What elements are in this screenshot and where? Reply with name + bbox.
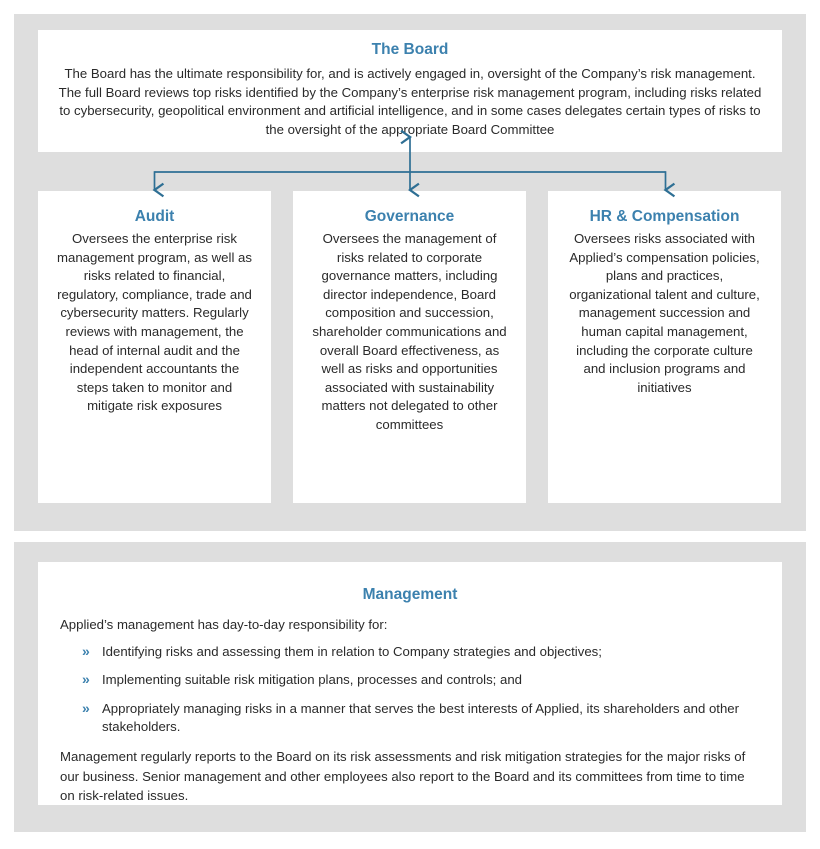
list-item: » Identifying risks and assessing them i… xyxy=(82,643,760,662)
committee-card-audit: Audit Oversees the enterprise risk manag… xyxy=(38,191,271,503)
committee-card-governance: Governance Oversees the management of ri… xyxy=(293,191,526,503)
board-heading: The Board xyxy=(371,41,449,58)
chevron-double-right-icon: » xyxy=(82,671,90,688)
committee-heading-governance: Governance xyxy=(364,208,455,225)
list-item-label: Identifying risks and assessing them in … xyxy=(102,643,602,659)
management-outro-text: Management regularly reports to the Boar… xyxy=(60,748,746,804)
management-intro-text: Applied’s management has day-to-day resp… xyxy=(60,617,388,632)
list-item: » Appropriately managing risks in a mann… xyxy=(82,700,760,737)
list-item-label: Implementing suitable risk mitigation pl… xyxy=(102,672,523,688)
committee-description-hr-compensation: Oversees risks associated with Applied’s… xyxy=(569,231,760,395)
board-card: The Board The Board has the ultimate res… xyxy=(38,30,782,152)
list-item-label: Appropriately managing risks in a manner… xyxy=(102,700,740,735)
management-card: Management Applied’s management has day-… xyxy=(38,562,782,805)
chevron-double-right-icon: » xyxy=(82,699,90,716)
chevron-double-right-icon: » xyxy=(82,642,90,659)
committee-description-governance: Oversees the management of risks related… xyxy=(312,231,507,432)
committee-heading-audit: Audit xyxy=(134,208,175,225)
board-description: The Board has the ultimate responsibilit… xyxy=(58,66,762,137)
list-item: » Implementing suitable risk mitigation … xyxy=(82,671,760,690)
management-responsibility-list: » Identifying risks and assessing them i… xyxy=(60,643,760,737)
committee-description-audit: Oversees the enterprise risk management … xyxy=(57,231,252,414)
committee-card-hr-compensation: HR & Compensation Oversees risks associa… xyxy=(548,191,781,503)
committee-heading-hr-compensation: HR & Compensation xyxy=(589,208,740,225)
management-heading: Management xyxy=(362,586,458,603)
